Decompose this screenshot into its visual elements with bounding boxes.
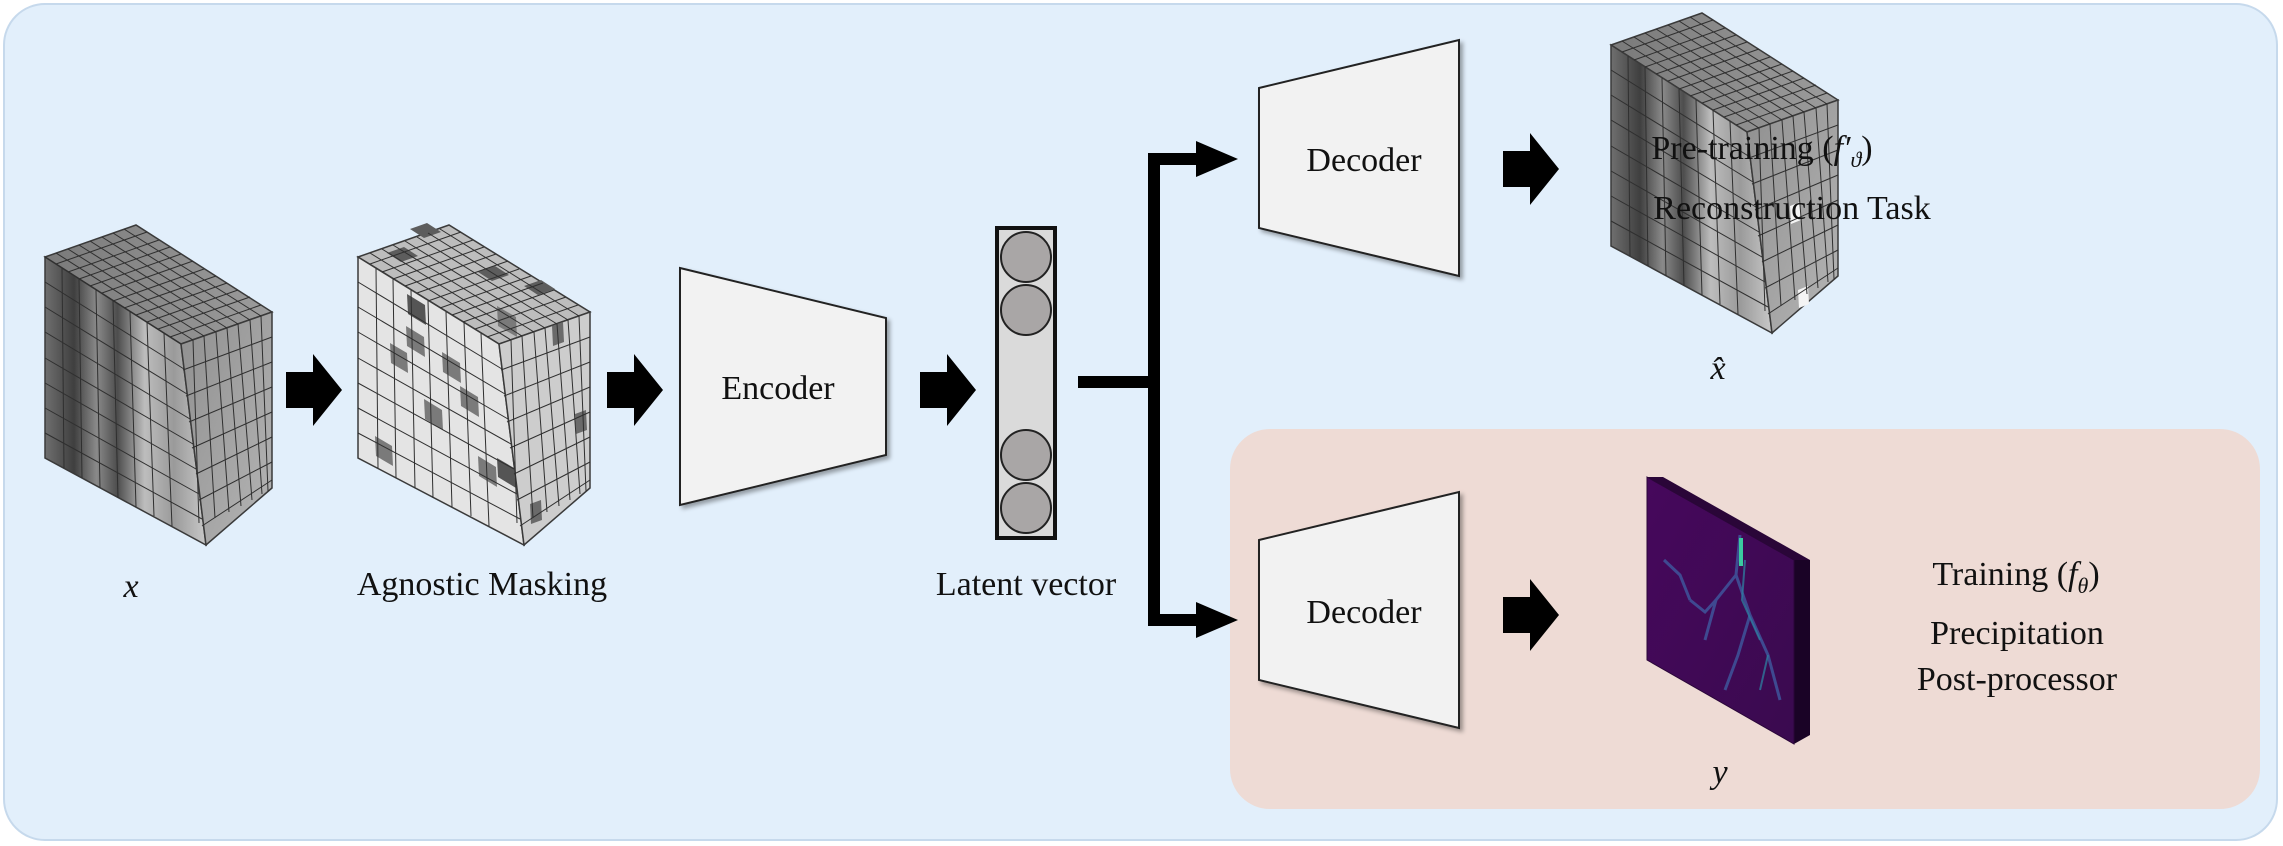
precipitation-label: Precipitation — [1930, 615, 2104, 652]
arrow-5 — [1503, 579, 1559, 651]
reconstruction-symbol-label: x̂ — [1710, 350, 1726, 387]
latent-node — [1000, 231, 1052, 283]
output-symbol-label: y — [1712, 754, 1728, 791]
arrow-4 — [1503, 133, 1559, 205]
reconstruction-task-label: Reconstruction Task — [1653, 190, 1931, 227]
post-processor-label: Post-processor — [1916, 661, 2118, 698]
latent-node — [1000, 429, 1052, 481]
encoder-block — [679, 266, 887, 507]
decoder-block-top — [1258, 38, 1460, 278]
arrow-3 — [920, 354, 976, 426]
input-symbol-label: x — [123, 568, 139, 605]
precipitation-map — [1646, 476, 1810, 745]
precipitation-streaks — [1662, 534, 1782, 701]
pretraining-title: Pre-training (f′ϑ) — [1651, 130, 1873, 172]
decoder-bottom-label: Decoder — [1306, 594, 1422, 631]
masking-label: Agnostic Masking — [356, 566, 608, 603]
latent-node — [1000, 482, 1052, 534]
masked-data-cube — [356, 223, 592, 547]
arrow-2 — [607, 354, 663, 426]
latent-vector-label: Latent vector — [935, 566, 1117, 603]
decoder-block-bottom — [1258, 490, 1460, 730]
training-title: Training (fθ) — [1932, 556, 2100, 598]
latent-vector — [995, 226, 1057, 540]
latent-node — [1000, 284, 1052, 336]
decoder-top-label: Decoder — [1306, 142, 1422, 179]
arrow-1 — [286, 354, 342, 426]
input-data-cube — [43, 224, 274, 547]
encoder-label: Encoder — [721, 370, 835, 407]
branch-connector — [1078, 141, 1238, 638]
flow-arrows — [286, 133, 1559, 651]
reconstructed-data-cube — [1609, 12, 1840, 335]
